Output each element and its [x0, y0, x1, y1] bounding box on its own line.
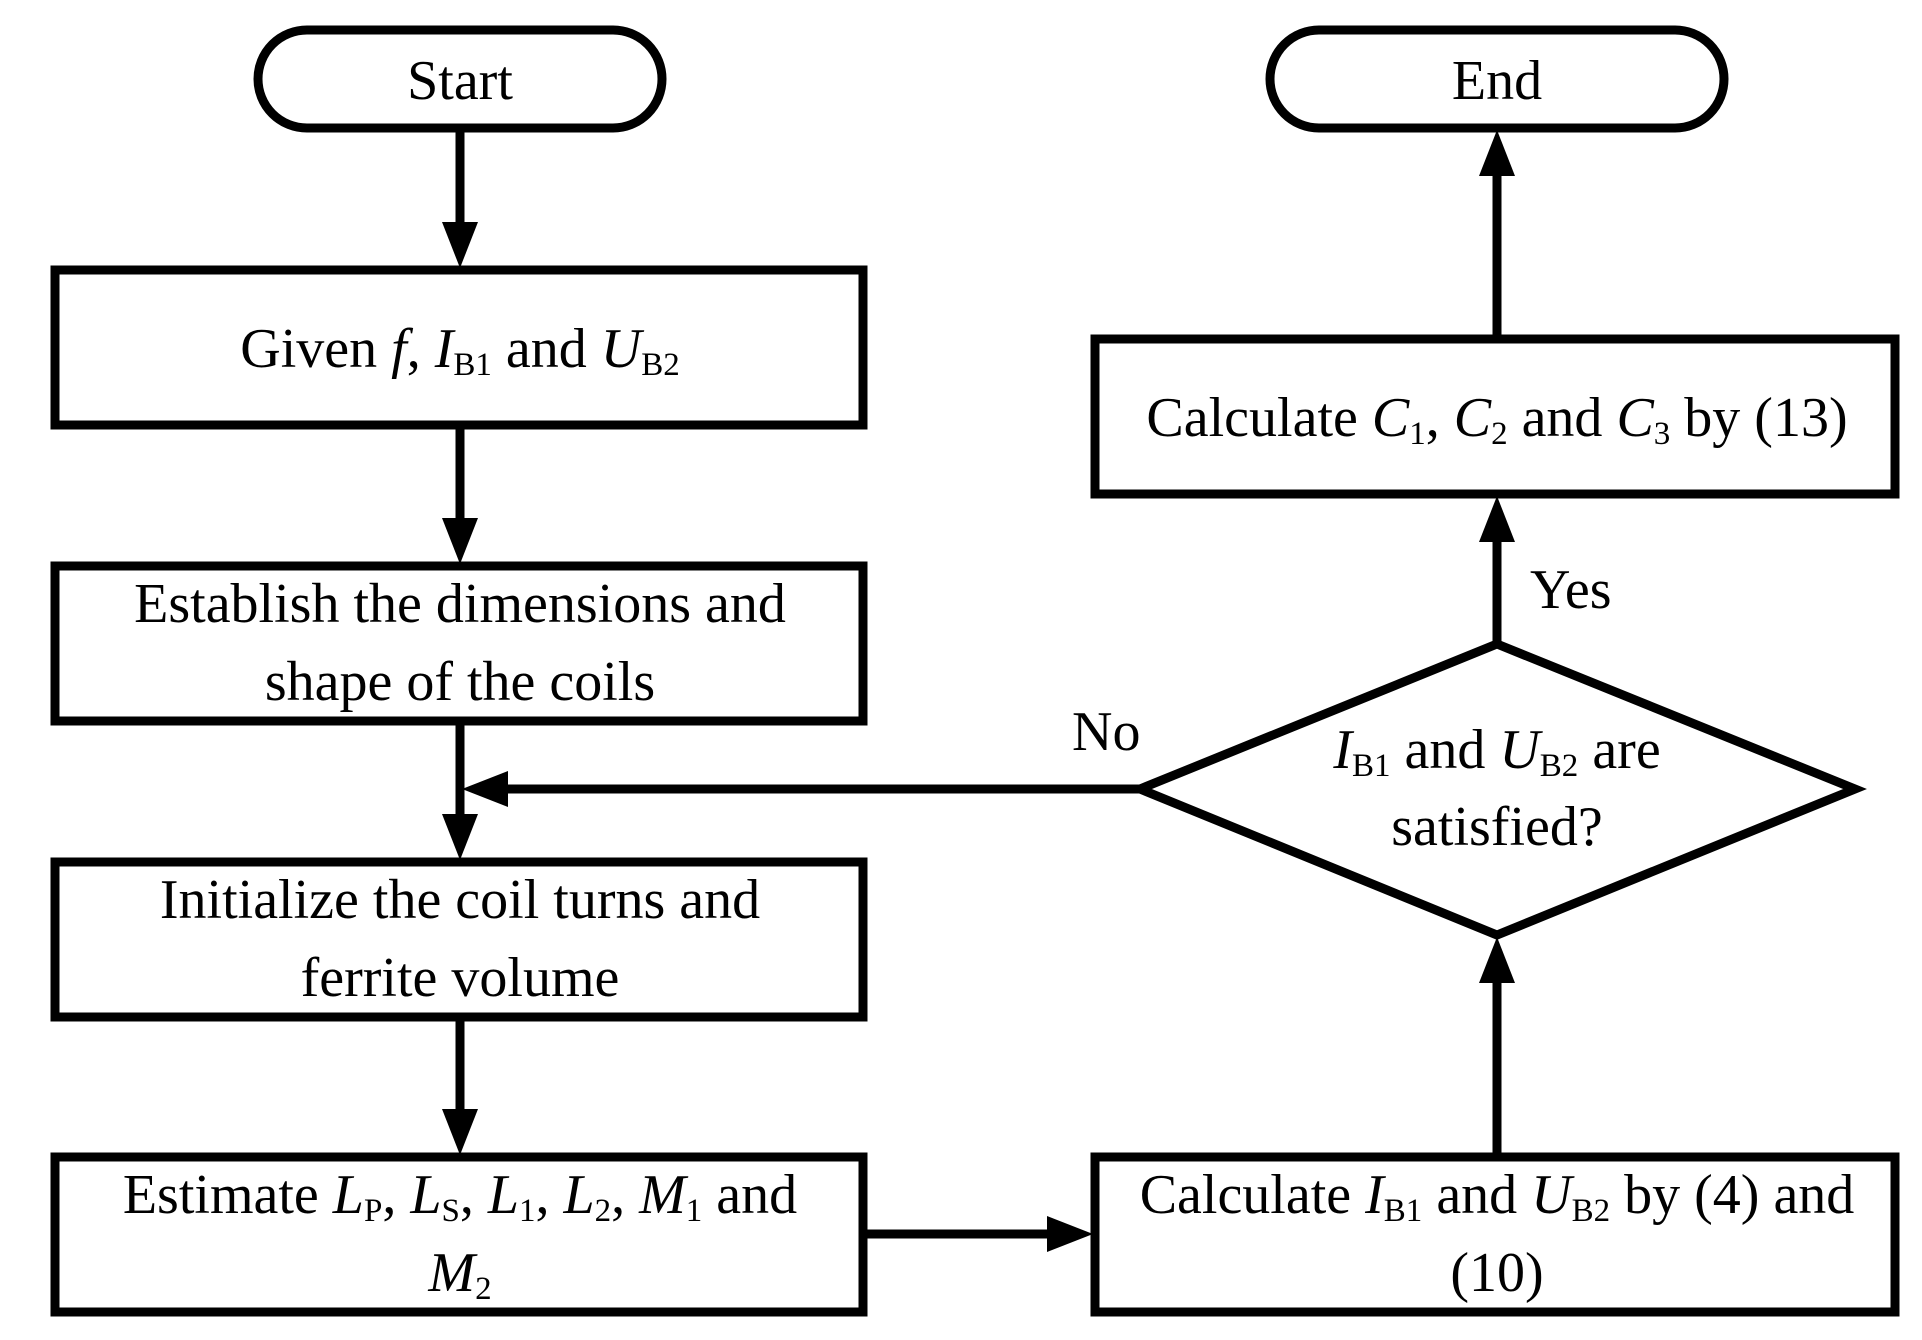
arrowhead [1479, 937, 1515, 983]
establish-label-line1: Establish the dimensions and [134, 573, 786, 635]
calculate-c-label: Calculate C1, C2 and C3 by (13) [1146, 387, 1847, 452]
arrowhead [462, 771, 508, 807]
decision-diamond [1128, 639, 1867, 940]
initialize-label-line1: Initialize the coil turns and [160, 869, 760, 931]
establish-box [50, 561, 868, 726]
estimate-label-line2: M2 [427, 1242, 491, 1307]
calculate-iu-label-line1: Calculate IB1 and UB2 by (4) and [1140, 1164, 1855, 1229]
arrowhead [442, 814, 478, 860]
given-label: Given f, IB1 and UB2 [240, 318, 679, 383]
end-label: End [1452, 50, 1542, 112]
calculate-c-box [1090, 334, 1900, 499]
decision-label-line2: satisfied? [1391, 796, 1602, 858]
initialize-box [50, 857, 868, 1022]
establish-label-line2: shape of the coils [265, 651, 655, 713]
calculate-iu-box [1090, 1152, 1900, 1317]
estimate-label-line1: Estimate LP, LS, L1, L2, M1 and [123, 1164, 797, 1229]
arrowhead [1047, 1216, 1093, 1252]
decision-label-line1: IB1 and UB2 are [1332, 719, 1660, 784]
arrowhead [442, 518, 478, 564]
initialize-label-line2: ferrite volume [301, 947, 620, 1009]
end-terminal [1265, 25, 1729, 133]
calculate-iu-label-line2: (10) [1450, 1242, 1543, 1304]
arrowhead [442, 1109, 478, 1155]
no-label: No [1072, 701, 1140, 763]
yes-label: Yes [1530, 559, 1611, 621]
arrowhead [442, 222, 478, 268]
arrowhead [1479, 496, 1515, 542]
start-label: Start [407, 50, 513, 112]
estimate-box [50, 1152, 868, 1317]
arrowhead [1479, 130, 1515, 176]
